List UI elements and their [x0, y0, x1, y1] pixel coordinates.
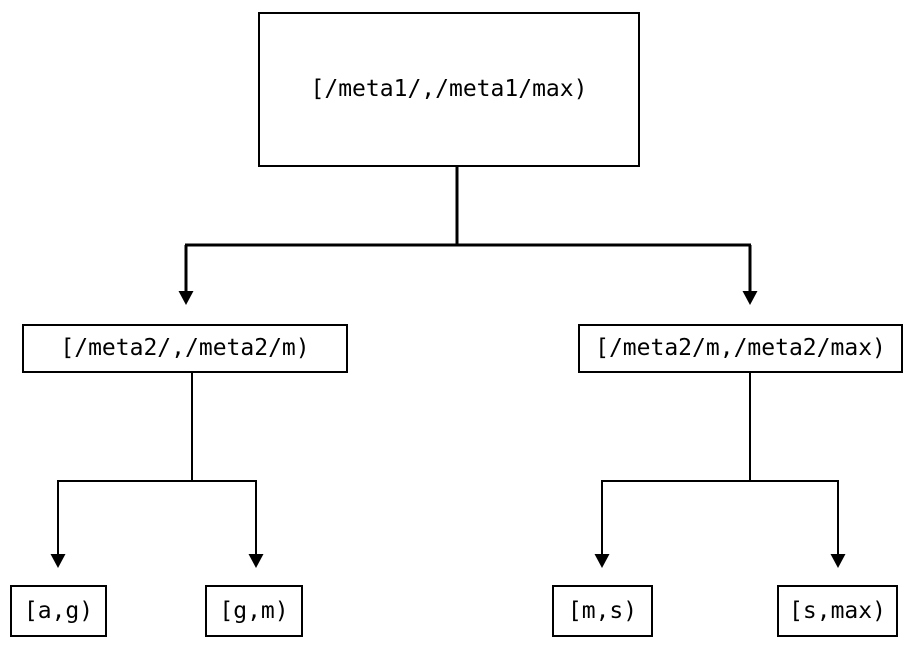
arrowhead-to-leaf-smax	[830, 554, 846, 568]
arrowhead-to-leaf-gm	[248, 554, 264, 568]
edge-meta2-lower-to-leaves	[50, 373, 264, 568]
node-root[interactable]: [/meta1/,/meta1/max)	[258, 12, 640, 167]
arrowhead-to-meta2-lower	[178, 291, 194, 305]
arrowhead-to-leaf-ag	[50, 554, 66, 568]
node-meta2-lower[interactable]: [/meta2/,/meta2/m)	[22, 324, 348, 373]
node-leaf-smax[interactable]: [s,max)	[777, 585, 898, 637]
arrowhead-to-meta2-upper	[742, 291, 758, 305]
node-leaf-ms[interactable]: [m,s)	[552, 585, 653, 637]
edge-root-to-level2	[178, 167, 758, 305]
node-leaf-gm[interactable]: [g,m)	[205, 585, 303, 637]
edge-meta2-upper-to-leaves	[594, 373, 846, 568]
node-leaf-ag[interactable]: [a,g)	[10, 585, 107, 637]
node-meta2-upper[interactable]: [/meta2/m,/meta2/max)	[578, 324, 903, 373]
arrowhead-to-leaf-ms	[594, 554, 610, 568]
